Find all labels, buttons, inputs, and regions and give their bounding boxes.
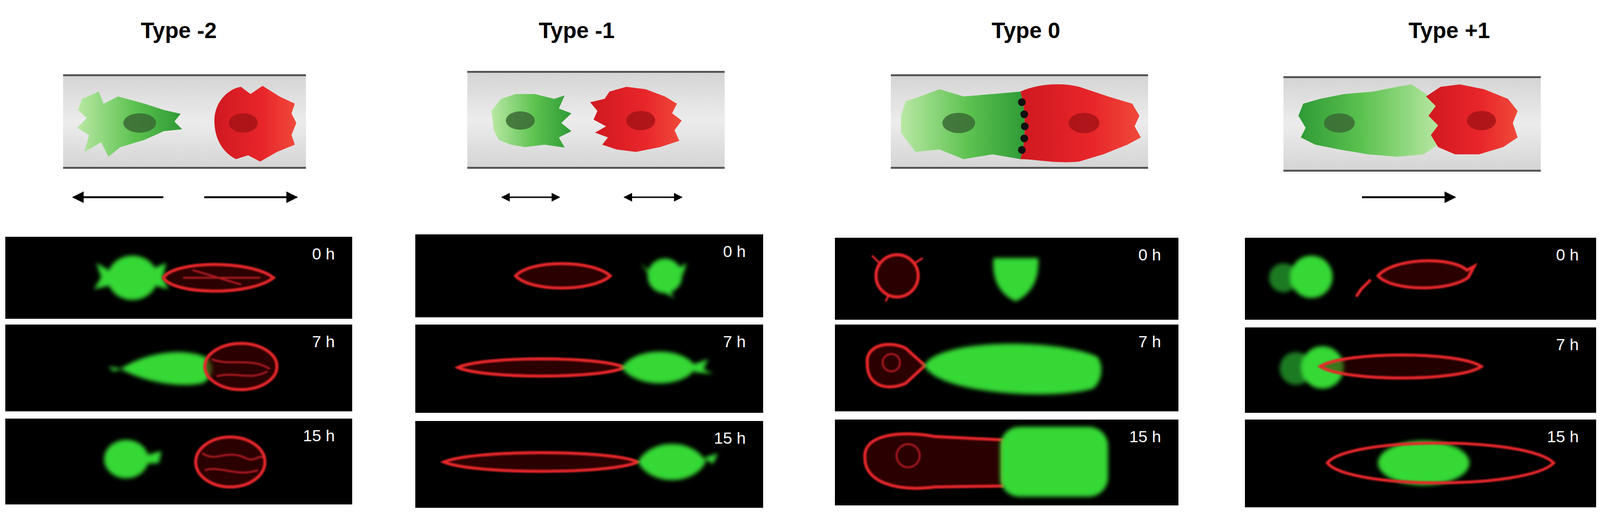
panel-title: Type 0: [991, 17, 1060, 44]
motion-arrow: [204, 196, 297, 199]
cell-schematic: [77, 85, 297, 162]
motion-arrow: [1361, 196, 1455, 199]
cell-schematic: [1298, 84, 1518, 157]
micrograph-panel: 0 h: [1244, 237, 1597, 320]
motion-arrow: [624, 196, 682, 199]
micrograph-background: [5, 234, 1597, 508]
motion-arrow: [73, 196, 164, 199]
title-slot: Type +1: [1403, 17, 1495, 44]
time-label: 15 h: [1547, 426, 1579, 446]
micrograph-cells: [864, 254, 1109, 497]
time-label: 7 h: [723, 331, 746, 351]
motion-arrow: [502, 196, 560, 199]
time-label: 15 h: [303, 425, 335, 445]
channel: [63, 71, 1541, 172]
micrograph-panel: 15 h: [834, 419, 1179, 505]
panel-title: Type +1: [1408, 17, 1490, 44]
cell-schematic: [491, 86, 682, 152]
micrograph-panel: 7 h: [5, 324, 353, 411]
micrograph-panel: 15 h: [415, 420, 764, 508]
micrograph-cells: [443, 258, 718, 480]
panel-title: Type -1: [538, 17, 615, 44]
time-label: 0 h: [312, 244, 335, 264]
time-label: 15 h: [714, 428, 746, 448]
time-label: 7 h: [312, 331, 335, 351]
micrograph-panel: 0 h: [834, 237, 1179, 320]
micrograph-panel: 7 h: [1244, 327, 1597, 413]
title-slot: Type -2: [135, 17, 222, 44]
time-label: 7 h: [1556, 334, 1579, 354]
title-slot: Type -1: [533, 17, 620, 44]
micrograph-panel: 15 h: [1244, 419, 1597, 507]
micrograph-cells: [1269, 255, 1554, 485]
time-label: 7 h: [1138, 331, 1162, 351]
time-label: 15 h: [1129, 426, 1162, 446]
micrograph-cells: [93, 255, 278, 487]
micrograph-panel: 0 h: [5, 236, 353, 319]
cell-schematic: [900, 84, 1141, 163]
micrograph-panel: 0 h: [415, 234, 764, 318]
time-label: 0 h: [1138, 245, 1162, 265]
micrograph-panel: 7 h: [415, 324, 764, 413]
time-label: 0 h: [723, 241, 746, 261]
panel-title: Type -2: [140, 17, 217, 44]
title-slot: Type 0: [986, 17, 1066, 44]
micrograph-panel: 15 h: [5, 418, 353, 504]
time-label: 0 h: [1556, 245, 1579, 265]
micrograph-panel: 7 h: [834, 324, 1179, 411]
